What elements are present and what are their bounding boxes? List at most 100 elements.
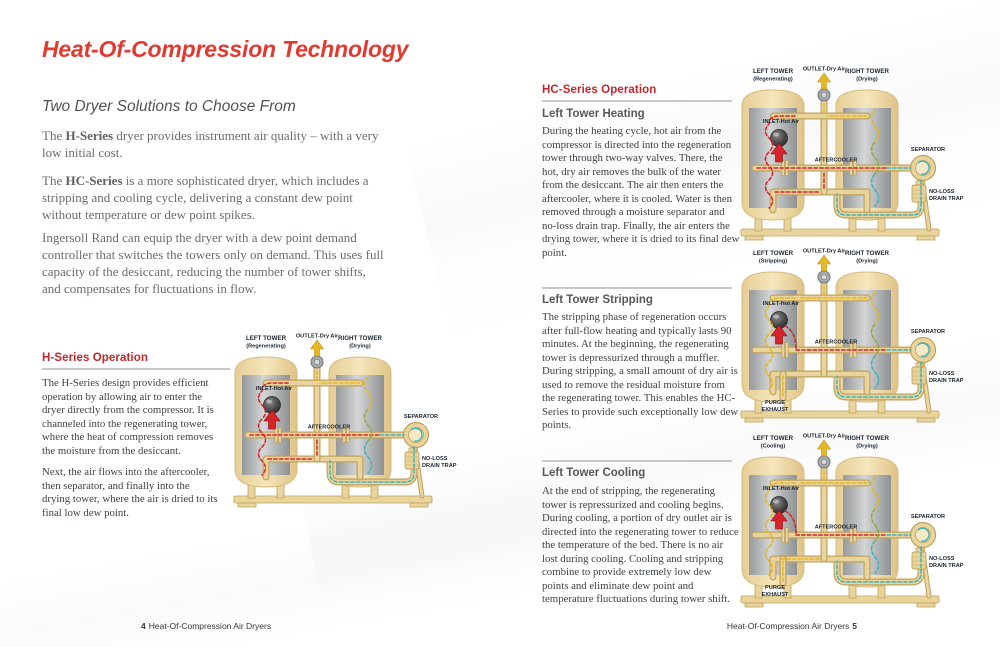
intro-paragraph-3: Ingersoll Rand can equip the dryer with … (42, 230, 384, 296)
outlet-dry-air-label: OUTLET-Dry Air (803, 67, 846, 73)
no-loss-drain-trap-label: DRAIN TRAP (929, 378, 964, 384)
section-title-cooling: Left Tower Cooling (542, 467, 646, 479)
drain-trap (911, 180, 927, 203)
inlet-hot-air-label: INLET-Hot Air (763, 301, 800, 307)
inlet-arrow-icon (263, 409, 281, 430)
outlet-dry-air-label: OUTLET-Dry Air (803, 249, 846, 255)
purge-exhaust-label: EXHAUST (762, 592, 789, 598)
no-loss-drain-trap-label: NO-LOSS (929, 371, 955, 377)
no-loss-drain-trap-label: DRAIN TRAP (929, 563, 964, 569)
outlet-arrow-icon (309, 339, 325, 357)
left-tower-label: LEFT TOWER (753, 435, 794, 442)
drain-trap (911, 362, 927, 385)
right-tower-mode-label: (Drying) (856, 259, 878, 265)
divider (542, 100, 732, 102)
left-tower-label: LEFT TOWER (753, 68, 794, 75)
purge-exhaust-label: PURGE (765, 585, 785, 591)
left-tower-label: LEFT TOWER (246, 335, 287, 342)
section-body-heating: During the heating cycle, hot air from t… (542, 125, 740, 259)
drain-trap (404, 447, 420, 470)
inlet-arrow-icon (770, 142, 788, 163)
page-title: Heat-Of-Compression Technology (42, 36, 409, 62)
h-series-paragraph-2: Next, the air flows into the aftercooler… (42, 466, 218, 519)
hc-heating-diagram: LEFT TOWER (Regenerating) OUTLET-Dry Air… (735, 64, 965, 246)
inlet-hot-air-label: INLET-Hot Air (256, 386, 293, 392)
right-tower-label: RIGHT TOWER (845, 435, 889, 442)
outlet-dry-air-label: OUTLET-Dry Air (296, 334, 339, 340)
left-tower-mode-label: (Cooling) (761, 444, 786, 450)
outlet-valve (817, 88, 831, 102)
separator (909, 521, 937, 549)
outlet-arrow-icon (816, 254, 832, 272)
left-tower-mode-label: (Regenerating) (753, 77, 793, 83)
aftercooler-label: AFTERCOOLER (815, 340, 858, 346)
divider (542, 460, 732, 462)
section-body-cooling: At the end of stripping, the regeneratin… (542, 485, 739, 605)
inlet-valve (770, 311, 788, 329)
h-series-operation-heading: H-Series Operation (42, 352, 148, 364)
separator (402, 421, 430, 449)
h-series-dryer-diagram: LEFT TOWER (Regenerating) OUTLET-Dry Air… (228, 331, 458, 513)
right-tower-mode-label: (Drying) (349, 344, 371, 350)
separator-label: SEPARATOR (911, 329, 945, 335)
outlet-dry-air-label: OUTLET-Dry Air (803, 434, 846, 440)
right-tower-mode-label: (Drying) (856, 444, 878, 450)
no-loss-drain-trap-label: DRAIN TRAP (422, 463, 457, 469)
separator (909, 336, 937, 364)
drain-trap (911, 547, 927, 570)
inlet-hot-air-label: INLET-Hot Air (763, 486, 800, 492)
intro-2-text: The (42, 173, 66, 188)
aftercooler-label: AFTERCOOLER (308, 425, 351, 431)
left-tower-mode-label: (Regenerating) (246, 344, 286, 350)
outlet-valve (310, 355, 324, 369)
divider (42, 368, 230, 370)
page-number: 4 (141, 621, 146, 631)
outlet-arrow-icon (816, 439, 832, 457)
skid-base (233, 495, 433, 504)
intro-paragraph-2: The HC-Series is a more sophisticated dr… (42, 172, 387, 223)
section-body-stripping: The stripping phase of regeneration occu… (542, 311, 739, 431)
aftercooler-label: AFTERCOOLER (815, 158, 858, 164)
hc-series-bold: HC-Series (65, 173, 123, 188)
purge-exhaust-label: PURGE (765, 400, 785, 406)
inlet-valve (770, 129, 788, 147)
skid-base (740, 228, 940, 237)
section-title-stripping: Left Tower Stripping (542, 294, 653, 306)
inlet-hot-air-label: INLET-Hot Air (763, 119, 800, 125)
inlet-valve (770, 496, 788, 514)
inlet-arrow-icon (770, 324, 788, 345)
footer-title: Heat-Of-Compression Air Dryers (726, 621, 850, 631)
no-loss-drain-trap-label: NO-LOSS (422, 456, 448, 462)
hc-series-operation-heading: HC-Series Operation (542, 84, 657, 96)
purge-exhaust-label: EXHAUST (762, 407, 789, 413)
dryer-schematic: LEFT TOWER (Regenerating) OUTLET-Dry Air… (740, 67, 964, 241)
page-number: 5 (852, 621, 857, 631)
right-tower-mode-label: (Drying) (856, 77, 878, 83)
dryer-schematic: LEFT TOWER (Regenerating) OUTLET-Dry Air… (233, 334, 457, 508)
h-series-bold: H-Series (65, 128, 114, 143)
outlet-arrow-icon (816, 72, 832, 90)
section-title-heating: Left Tower Heating (542, 108, 645, 120)
outlet-valve (817, 270, 831, 284)
intro-paragraph-1: The H-Series dryer provides instrument a… (42, 127, 387, 161)
outlet-valve (817, 455, 831, 469)
right-tower-label: RIGHT TOWER (845, 68, 889, 75)
footer-title: Heat-Of-Compression Air Dryers (148, 621, 272, 631)
separator (909, 154, 937, 182)
separator-label: SEPARATOR (911, 147, 945, 153)
aftercooler-label: AFTERCOOLER (815, 525, 858, 531)
separator-label: SEPARATOR (404, 414, 438, 420)
right-tower-label: RIGHT TOWER (845, 250, 889, 257)
left-tower-label: LEFT TOWER (753, 250, 794, 257)
page-subtitle: Two Dryer Solutions to Choose From (42, 98, 296, 115)
no-loss-drain-trap-label: NO-LOSS (929, 189, 955, 195)
inlet-arrow-icon (770, 509, 788, 530)
no-loss-drain-trap-label: DRAIN TRAP (929, 196, 964, 202)
